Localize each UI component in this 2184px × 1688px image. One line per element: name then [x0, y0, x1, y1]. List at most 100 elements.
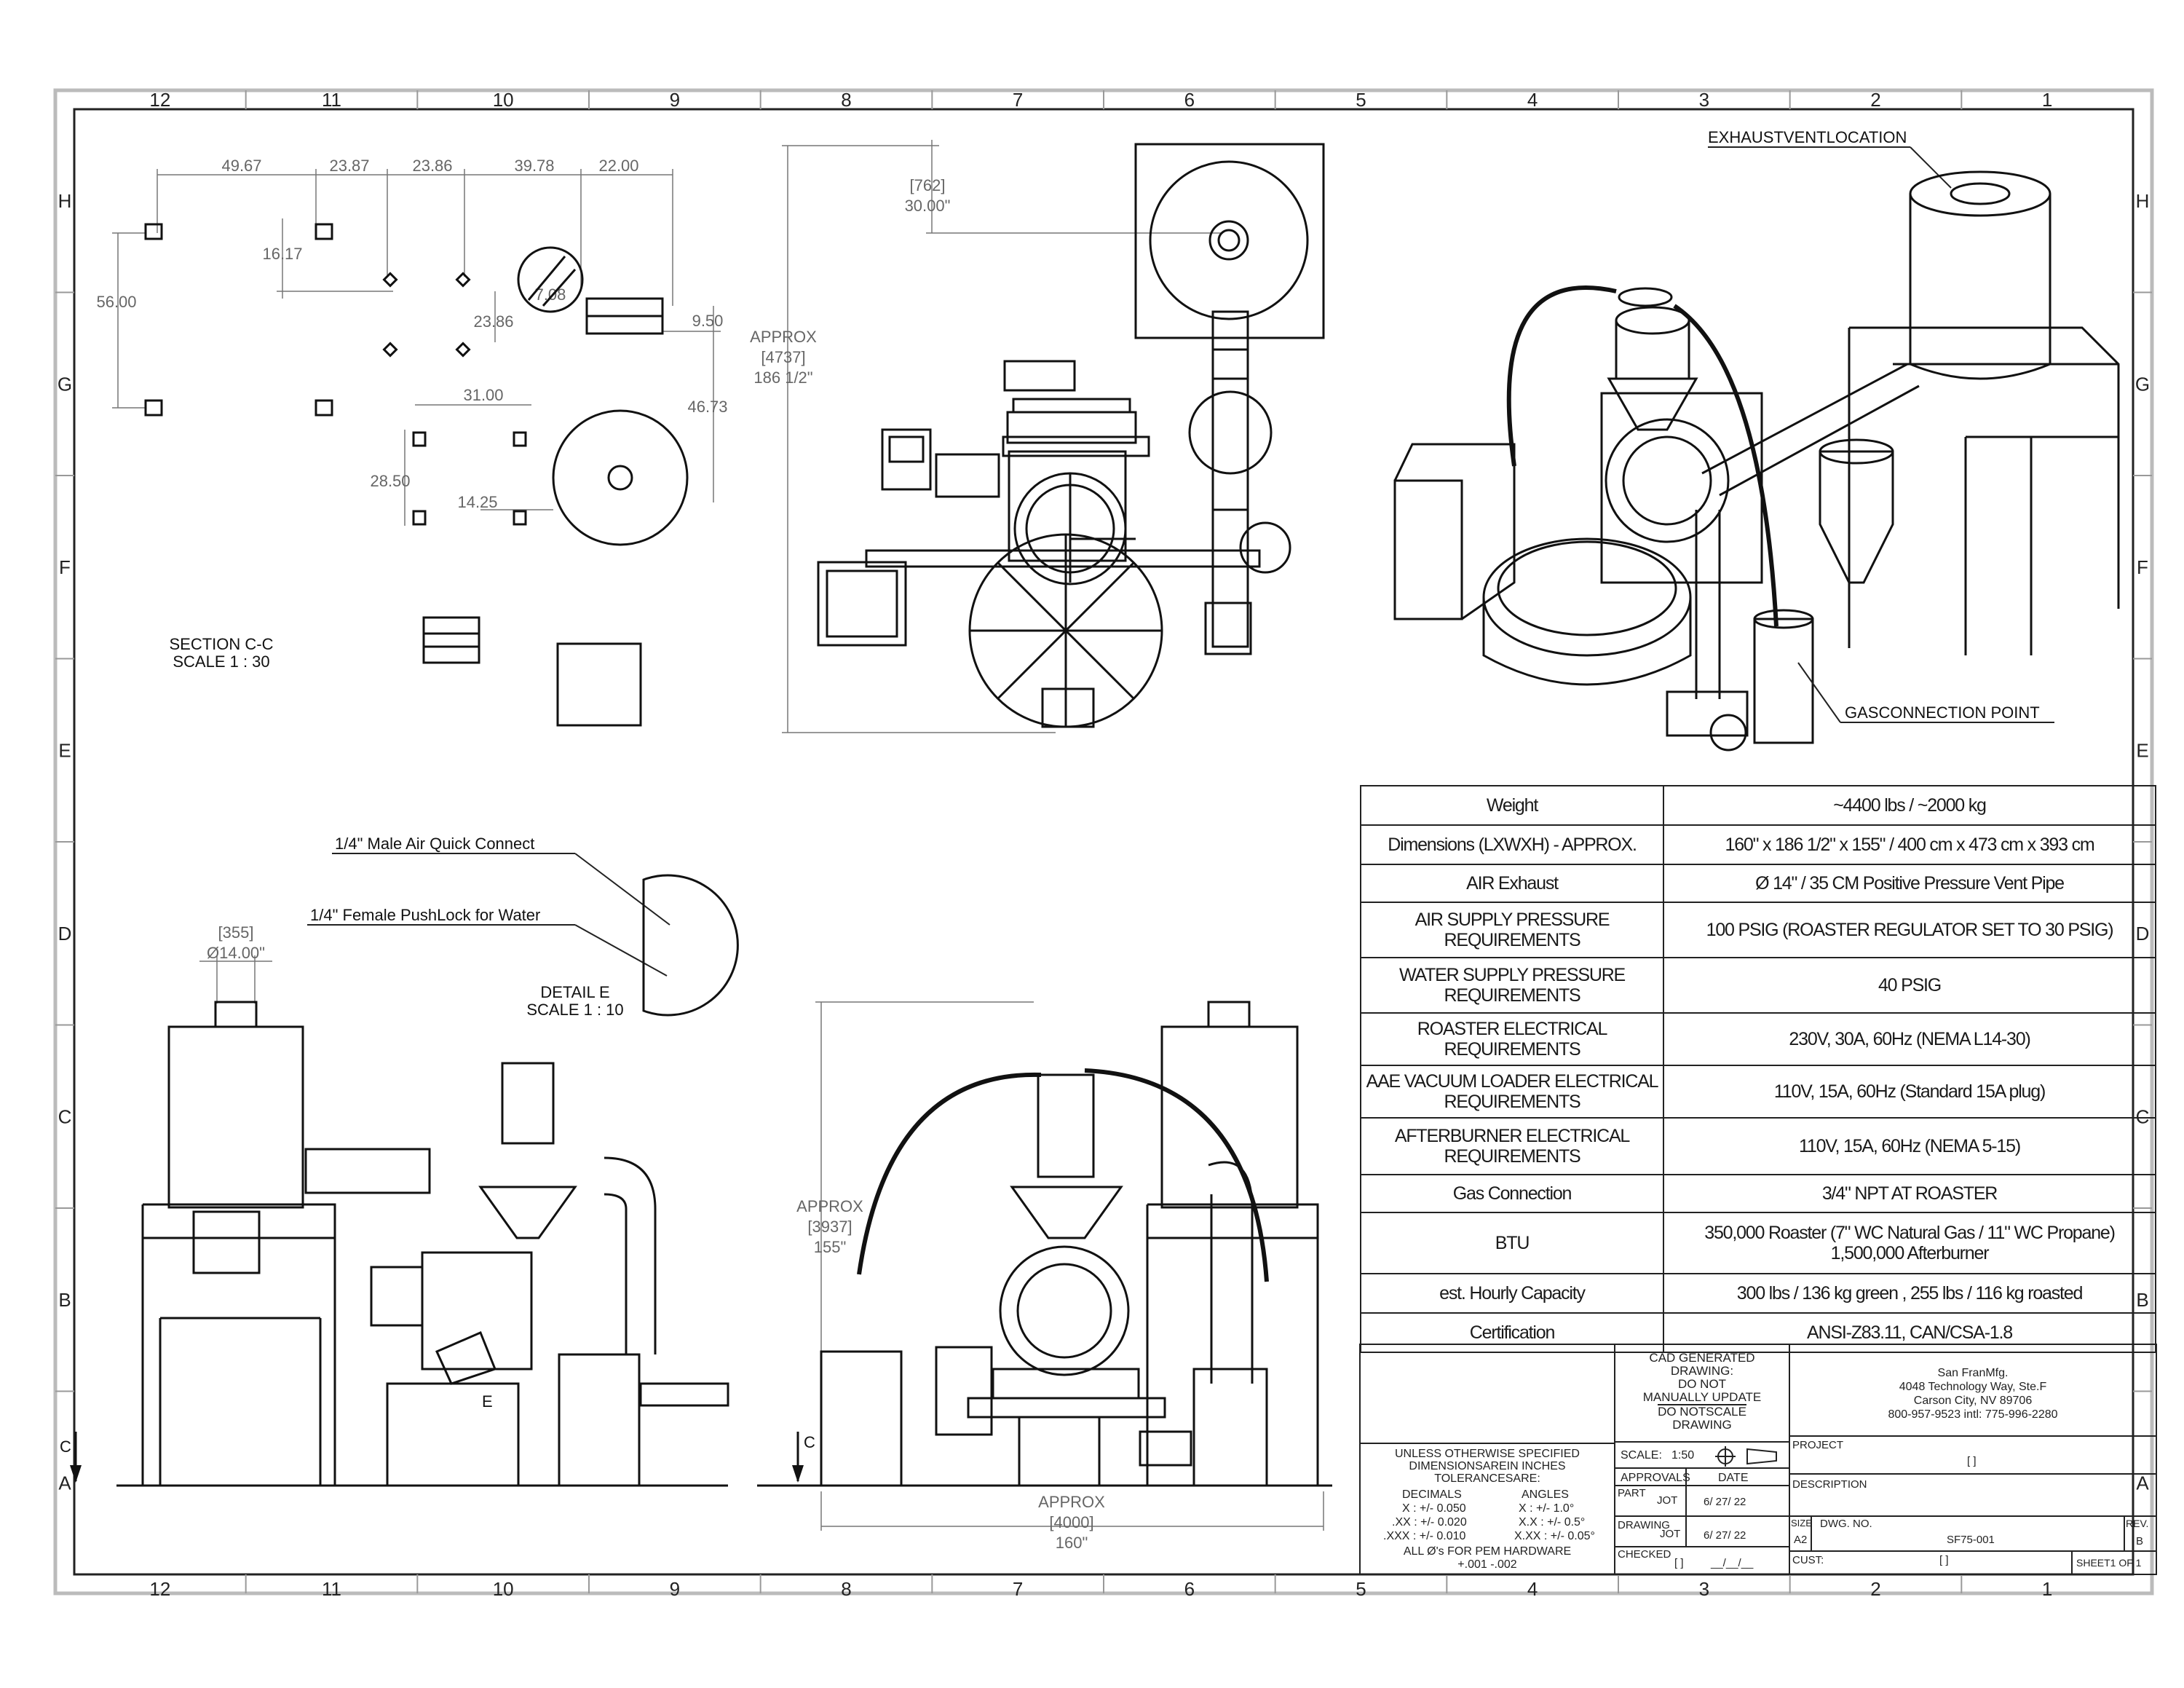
pipe-dim-in: Ø14.00" — [207, 944, 265, 962]
zone-col-3-bottom: 3 — [1699, 1578, 1709, 1600]
top-height-mm: [4737] — [761, 348, 805, 366]
zone-row-A-left: A — [58, 1472, 71, 1494]
tol-angle-1: X : +/- 1.0° — [1519, 1502, 1575, 1515]
zone-row-G-right: G — [2135, 373, 2150, 395]
spec-value: 300 lbs / 136 kg green , 255 lbs / 116 k… — [1663, 1273, 2156, 1314]
checked-label: CHECKED — [1618, 1548, 1671, 1561]
top-view: [762] 30.00" APPROX [4737] 186 1/2" — [750, 140, 1325, 733]
dim-1: 49.67 — [221, 157, 261, 175]
spec-key: BTU — [1360, 1212, 1664, 1274]
rev-value: B — [2136, 1535, 2144, 1547]
exhaust-vent-label: EXHAUSTVENTLOCATION — [1708, 128, 1907, 146]
dim-13: 28.50 — [370, 472, 410, 490]
sheet-label: SHEET1 OF 1 — [2076, 1557, 2142, 1569]
scale-symbol — [1715, 1446, 1777, 1467]
top-width-mm: [762] — [910, 176, 946, 194]
date-label: DATE — [1718, 1472, 1749, 1484]
side-view: 1/4" Male Air Quick Connect 1/4" Female … — [60, 835, 739, 1487]
front-width-label: APPROX — [1038, 1493, 1105, 1511]
spec-value: Ø 14" / 35 CM Positive Pressure Vent Pip… — [1663, 864, 2156, 903]
dim-6: 16.17 — [262, 245, 302, 263]
zone-col-7-bottom: 7 — [1013, 1578, 1023, 1600]
isometric-view: EXHAUSTVENTLOCATION — [1393, 128, 2120, 752]
front-section-letter: C — [804, 1433, 815, 1451]
dwg-no-label: DWG. NO. — [1820, 1518, 1872, 1530]
front-width-mm: [4000] — [1049, 1513, 1093, 1531]
spec-value: 350,000 Roaster (7" WC Natural Gas / 11"… — [1663, 1212, 2156, 1274]
drawing-date: 6/ 27/ 22 — [1704, 1529, 1746, 1542]
section-scale: SCALE 1 : 30 — [173, 652, 269, 671]
side-section-letter: C — [60, 1437, 71, 1456]
spec-value: 230V, 30A, 60Hz (NEMA L14-30) — [1663, 1012, 2156, 1066]
zone-col-11-bottom: 11 — [322, 1578, 341, 1600]
air-connect-label: 1/4" Male Air Quick Connect — [335, 835, 534, 853]
water-connect-label: 1/4" Female PushLock for Water — [310, 906, 540, 924]
cust-value: [ ] — [1939, 1554, 1949, 1566]
top-height-label: APPROX — [750, 328, 817, 346]
zone-col-7-top: 7 — [1013, 89, 1023, 111]
zone-row-E-left: E — [58, 739, 71, 761]
zone-row-E-right: E — [2136, 739, 2148, 761]
spec-value: 110V, 15A, 60Hz (Standard 15A plug) — [1663, 1065, 2156, 1119]
zone-col-8-top: 8 — [841, 89, 851, 111]
dim-9: 23.86 — [473, 312, 513, 331]
section-c-c-view: 49.67 23.87 23.86 39.78 22.00 16.17 56.0… — [96, 157, 728, 727]
zone-col-5-top: 5 — [1356, 89, 1366, 111]
tol-decimal-3: .XXX : +/- 0.010 — [1383, 1530, 1466, 1542]
detail-e-letter: E — [482, 1392, 493, 1411]
tol-decimal-2: .XX : +/- 0.020 — [1392, 1516, 1467, 1529]
zone-col-1-top: 1 — [2042, 89, 2052, 111]
zone-row-A-right: A — [2136, 1472, 2149, 1494]
spec-key: Certification — [1360, 1312, 1664, 1353]
zone-row-C-left: C — [58, 1105, 72, 1127]
zone-row-G-left: G — [58, 373, 72, 395]
spec-value: ANSI-Z83.11, CAN/CSA-1.8 — [1663, 1312, 2156, 1353]
dim-2: 23.87 — [329, 157, 369, 175]
spec-value: 110V, 15A, 60Hz (NEMA 5-15) — [1663, 1117, 2156, 1175]
front-height-mm: [3937] — [807, 1218, 852, 1236]
dim-4: 39.78 — [514, 157, 554, 175]
section-caption: SECTION C-C — [170, 635, 274, 653]
tol-decimal-1: X : +/- 0.050 — [1402, 1502, 1466, 1515]
spec-value: ~4400 lbs / ~2000 kg — [1663, 785, 2156, 826]
pem-note: ALL Ø's FOR PEM HARDWARE+.001 -.002 — [1403, 1545, 1572, 1571]
zone-ticks — [55, 90, 2152, 1593]
spec-value: 160" x 186 1/2" x 155" / 400 cm x 473 cm… — [1663, 824, 2156, 865]
spec-key: Gas Connection — [1360, 1174, 1664, 1213]
spec-row: Dimensions (LXWXH) - APPROX.160" x 186 1… — [1360, 824, 2156, 865]
part-label: PART — [1618, 1487, 1646, 1499]
dim-11: 31.00 — [463, 386, 503, 404]
scale-label: SCALE: — [1621, 1449, 1662, 1462]
zone-col-2-top: 2 — [1870, 89, 1880, 111]
dim-8: 7.08 — [535, 285, 566, 304]
spec-key: ROASTER ELECTRICAL REQUIREMENTS — [1360, 1012, 1664, 1066]
detail-e-scale: SCALE 1 : 10 — [526, 1001, 623, 1019]
approvals-label: APPROVALS — [1621, 1472, 1690, 1484]
decimals-head: DECIMALS — [1402, 1488, 1462, 1501]
spec-key: Dimensions (LXWXH) - APPROX. — [1360, 824, 1664, 865]
spec-key: AIR SUPPLY PRESSURE REQUIREMENTS — [1360, 902, 1664, 958]
zone-col-9-bottom: 9 — [670, 1578, 680, 1600]
angles-head: ANGLES — [1522, 1488, 1569, 1501]
rev-label: REV. — [2126, 1518, 2149, 1529]
front-view: APPROX [3937] 155" APPROX [4000] 160" C — [757, 1001, 1332, 1552]
cust-label: CUST: — [1792, 1554, 1824, 1566]
zone-col-11-top: 11 — [322, 89, 341, 111]
drawing-label: DRAWING — [1618, 1519, 1670, 1531]
zone-col-10-top: 10 — [493, 89, 514, 111]
dim-10: 9.50 — [692, 312, 724, 330]
description-label: DESCRIPTION — [1792, 1478, 1867, 1491]
zone-col-9-top: 9 — [670, 89, 680, 111]
checked-date: __/__/__ — [1711, 1557, 1754, 1569]
